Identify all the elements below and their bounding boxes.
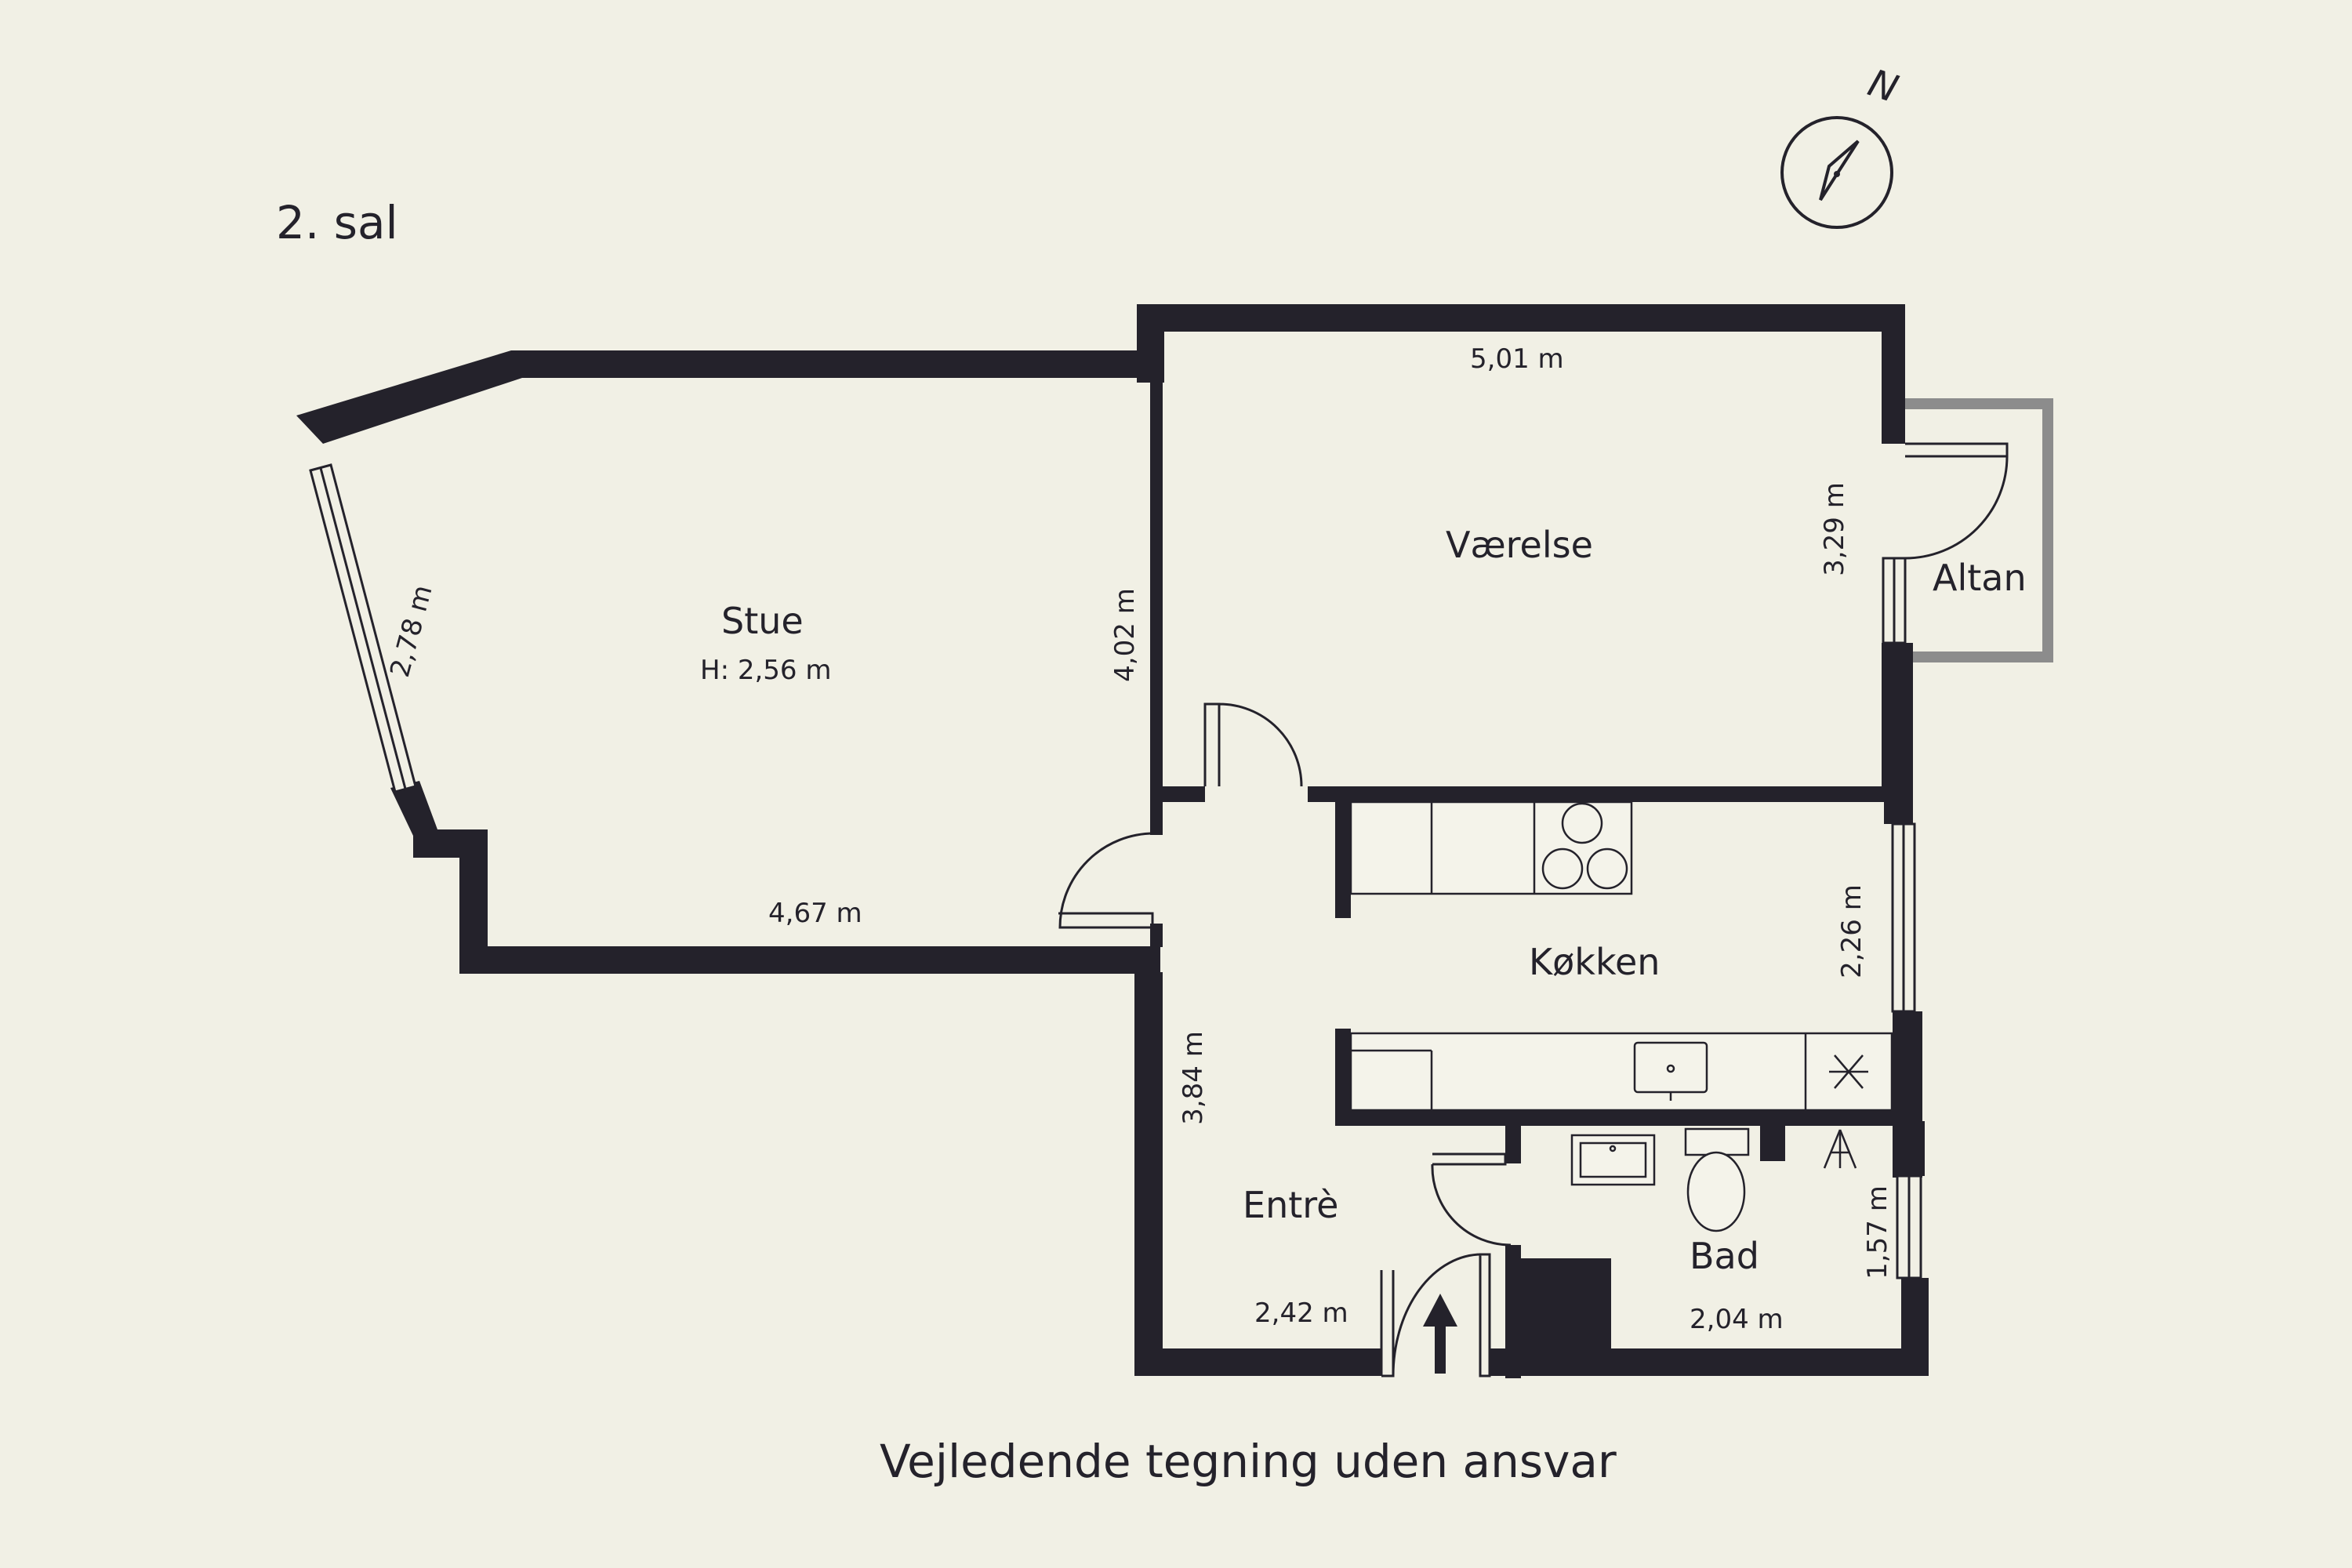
floor-label: 2. sal: [276, 196, 398, 249]
dim-bad-depth: 1,57 m: [1861, 1185, 1893, 1279]
entre-door-jamb-right: [1490, 1348, 1497, 1376]
room-label-vaerelse: Værelse: [1446, 524, 1593, 566]
room-label-bad: Bad: [1690, 1235, 1759, 1277]
entrance-arrow-icon: [1423, 1294, 1457, 1374]
dim-koekken-depth: 2,26 m: [1835, 884, 1867, 978]
bad-bottom-wall: [1497, 1348, 1929, 1376]
koekken-bad-wall: [1335, 1110, 1900, 1126]
dim-stue-depth: 4,02 m: [1109, 588, 1141, 682]
toilet-bowl-icon: [1686, 1151, 1746, 1232]
washing-machine-icon: [1823, 1129, 1857, 1169]
altan-door: [1904, 442, 2009, 560]
stue-vaerelse-wall: [1150, 306, 1163, 788]
bathroom-fixtures: [1570, 1127, 1750, 1232]
vaerelse-door: [1203, 702, 1303, 787]
room-label-altan: Altan: [1933, 557, 2027, 599]
disclaimer: Vejledende tegning uden ansvar: [880, 1435, 1617, 1488]
stue-lower-left-wall: [390, 781, 437, 836]
vaerelse-left-wall-top: [1137, 304, 1164, 383]
bad-wall-stub: [1760, 1126, 1785, 1161]
vaerelse-koekken-wall: [1308, 786, 1884, 802]
compass-icon: [1780, 116, 1893, 229]
altan-outline: [1905, 398, 2053, 662]
dim-entre-length: 3,84 m: [1177, 1031, 1209, 1125]
stue-door: [1058, 832, 1155, 929]
bad-right-wall-bottom: [1901, 1278, 1929, 1376]
vaerelse-right-wall-mid: [1882, 643, 1913, 796]
bad-shaft: [1509, 1258, 1611, 1352]
stove-burner-icon: [1561, 802, 1603, 844]
room-label-koekken: Køkken: [1529, 941, 1661, 983]
dim-stue-width: 4,67 m: [768, 898, 862, 929]
vaerelse-right-wall-top: [1882, 304, 1905, 444]
stue-slanted-top-wall: [296, 350, 522, 444]
dim-vaerelse-depth: 3,29 m: [1818, 482, 1850, 576]
dim-bad-width: 2,04 m: [1690, 1304, 1784, 1335]
dim-vaerelse-width: 5,01 m: [1470, 343, 1564, 375]
entrance-door: [1380, 1253, 1491, 1377]
room-label-entre: Entrè: [1243, 1184, 1339, 1226]
room-label-stue: Stue: [721, 600, 804, 642]
stue-entre-door-jamb: [1150, 924, 1163, 947]
stue-right-stub-wall: [1150, 788, 1163, 835]
stue-bottom-wall: [459, 946, 1160, 974]
koekken-left-wall-top: [1335, 802, 1351, 918]
toilet-tank-icon: [1684, 1127, 1750, 1156]
vaerelse-top-wall: [1137, 304, 1901, 332]
stove-burner-icon: [1586, 848, 1628, 890]
bad-left-wall-top: [1505, 1121, 1521, 1163]
bad-door: [1431, 1152, 1512, 1247]
stue-top-wall: [511, 350, 1150, 378]
windows: [309, 463, 1922, 1279]
walls: [296, 304, 1929, 1378]
doors: [1058, 442, 2009, 1377]
bad-right-wall-top: [1897, 1121, 1925, 1176]
stove-burner-icon: [1541, 848, 1584, 890]
koekken-right-wall-top: [1884, 786, 1913, 824]
entre-left-wall: [1134, 972, 1163, 1376]
kitchen-fixtures: [1349, 800, 1893, 1112]
dim-entre-width: 2,42 m: [1254, 1298, 1348, 1329]
vaerelse-door-jamb: [1163, 786, 1205, 802]
koekken-left-wall-bottom: [1335, 1029, 1351, 1124]
entre-bottom-wall: [1134, 1348, 1381, 1376]
kitchen-counter-bottom: [1349, 1032, 1893, 1112]
freezer-snowflake-icon: [1829, 1054, 1868, 1089]
stue-height: H: 2,56 m: [700, 655, 832, 686]
